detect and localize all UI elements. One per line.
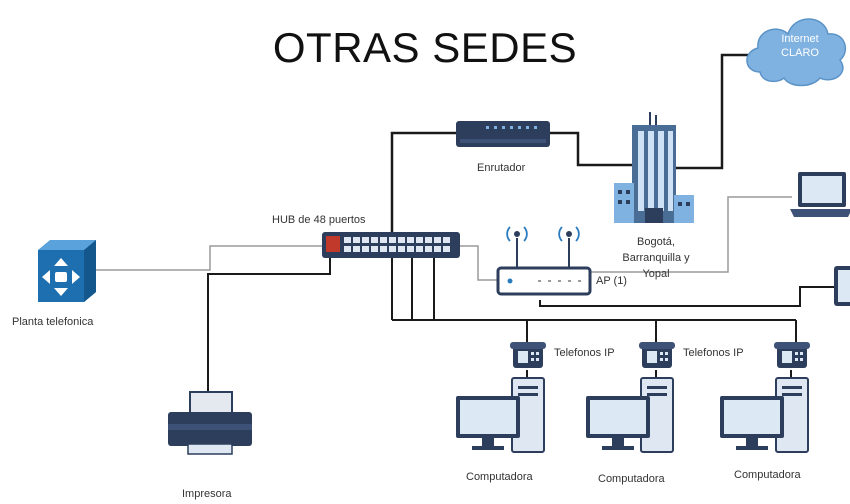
ap-label: AP (1) bbox=[596, 275, 627, 287]
printer-label: Impresora bbox=[182, 488, 232, 500]
link-ap-tablet bbox=[539, 286, 834, 307]
link-router-hub bbox=[390, 131, 458, 232]
cloud-label-line2: CLARO bbox=[781, 47, 819, 59]
router-label: Enrutador bbox=[477, 162, 526, 174]
link-hub-pbx bbox=[96, 245, 322, 271]
phone-system-label: Planta telefonica bbox=[12, 316, 94, 328]
link-building-internet bbox=[676, 53, 752, 170]
computer-label-2: Computadora bbox=[598, 473, 665, 485]
access-point-icon bbox=[496, 226, 592, 296]
building-label: Bogotá, Barranquilla y Yopal bbox=[622, 236, 690, 280]
computer-icon-1 bbox=[456, 377, 545, 453]
cloud-icon bbox=[746, 18, 847, 87]
ip-phones-label-1: Telefonos IP bbox=[554, 347, 615, 359]
tablet-icon bbox=[834, 266, 850, 306]
printer-icon bbox=[168, 391, 252, 455]
hub-label: HUB de 48 puertos bbox=[272, 214, 366, 226]
computer-icon-3 bbox=[720, 377, 809, 453]
link-router-building bbox=[548, 131, 632, 167]
link-ap-laptop bbox=[590, 196, 792, 273]
link-hub-printer bbox=[207, 258, 331, 392]
ip-phone-icon-3 bbox=[774, 342, 810, 368]
router-icon bbox=[456, 121, 550, 147]
ip-phones-label-2: Telefonos IP bbox=[683, 347, 744, 359]
connection-lines bbox=[96, 53, 834, 392]
building-icon bbox=[614, 112, 694, 223]
laptop-icon bbox=[790, 172, 850, 217]
ip-phone-icon-2 bbox=[639, 342, 675, 368]
ip-phone-icon-1 bbox=[510, 342, 546, 368]
phone-system-icon bbox=[38, 240, 96, 302]
hub-icon bbox=[322, 232, 460, 258]
page-title: OTRAS SEDES bbox=[272, 24, 578, 71]
cloud-label: Internet CLARO bbox=[765, 32, 835, 60]
link-hub-ap bbox=[458, 245, 498, 281]
cloud-label-line1: Internet bbox=[781, 33, 819, 45]
computer-icon-2 bbox=[586, 377, 674, 453]
computer-label-1: Computadora bbox=[466, 471, 533, 483]
computer-label-3: Computadora bbox=[734, 469, 801, 481]
